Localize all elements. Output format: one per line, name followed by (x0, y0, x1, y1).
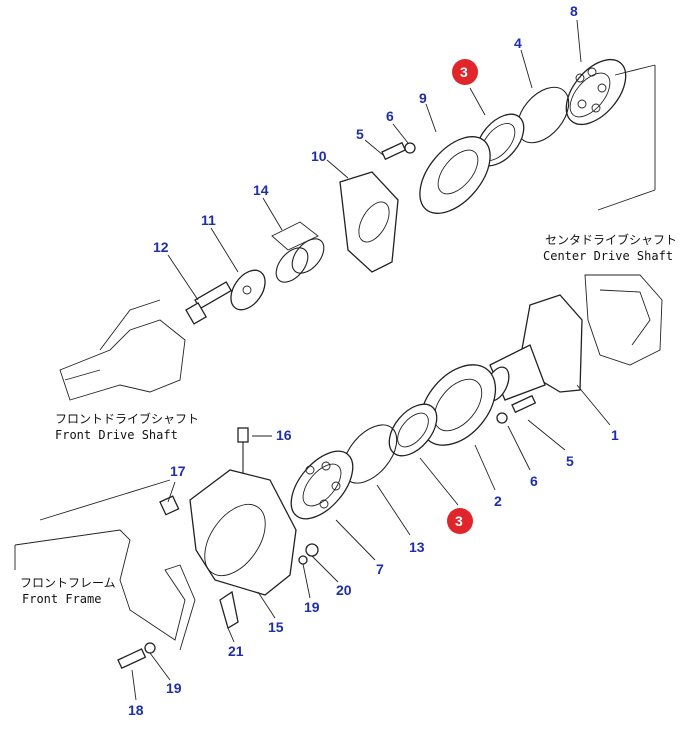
callout-18: 18 (128, 702, 144, 718)
housing-15 (189, 469, 297, 596)
callout-5-lower: 5 (566, 453, 574, 469)
leader-lines (131, 19, 611, 701)
bolt-5-upper (381, 141, 416, 161)
front-frame-sketch (14, 529, 196, 651)
callout-19-lower: 19 (166, 680, 182, 696)
plug-17 (159, 495, 180, 516)
o-ring-4 (516, 86, 570, 144)
bearing-7 (290, 450, 354, 520)
bearing-8 (565, 58, 627, 126)
callout-10: 10 (311, 148, 327, 164)
callout-1: 1 (611, 427, 619, 443)
callout-8: 8 (570, 3, 578, 19)
callout-11: 11 (201, 212, 216, 228)
callout-6-lower: 6 (530, 473, 538, 489)
bolt-12 (185, 281, 233, 325)
bolt-5-lower (496, 394, 537, 424)
callout-5-upper: 5 (356, 126, 364, 142)
callout-14: 14 (253, 182, 269, 198)
frame-lines (39, 64, 656, 521)
callout-16: 16 (276, 427, 292, 443)
rings-14 (271, 221, 325, 283)
cover-9 (419, 136, 491, 214)
yoke-10 (339, 171, 399, 273)
center-drive-shaft-sketch (584, 274, 663, 366)
callout-15: 15 (268, 619, 284, 635)
caption-front-drive-shaft-jp: フロントドライブシャフト (55, 411, 199, 426)
clamp-21 (219, 590, 239, 629)
caption-front-frame-jp: フロントフレーム (20, 576, 116, 590)
callout-21: 21 (228, 643, 244, 659)
callout-2: 2 (494, 493, 502, 509)
callout-9: 9 (419, 90, 427, 106)
caption-front-drive-shaft-en: Front Drive Shaft (55, 428, 178, 442)
bolt-18 (117, 642, 156, 670)
front-drive-shaft-sketch (59, 299, 186, 401)
plate-11 (230, 269, 266, 311)
callout-7: 7 (376, 561, 384, 577)
nut-20 (298, 543, 319, 565)
caption-center-drive-shaft-jp: センタドライブシャフト (545, 232, 677, 247)
yoke-1 (484, 294, 583, 402)
highlight-circle-3-upper (452, 59, 478, 85)
callout-6-upper: 6 (386, 108, 394, 124)
caption-center-drive-shaft-en: Center Drive Shaft (543, 249, 673, 263)
cover-2 (419, 364, 497, 446)
callout-12: 12 (153, 239, 169, 255)
callout-3-upper: 3 (460, 64, 468, 80)
breather-16 (237, 427, 249, 474)
callout-13: 13 (409, 539, 425, 555)
callout-3-lower: 3 (455, 513, 463, 529)
caption-front-frame-en: Front Frame (22, 592, 101, 606)
callout-4: 4 (514, 35, 522, 51)
highlight-circle-3-lower (447, 508, 473, 534)
callout-17: 17 (170, 463, 186, 479)
callout-19-upper: 19 (304, 599, 320, 615)
callout-20: 20 (336, 582, 352, 598)
